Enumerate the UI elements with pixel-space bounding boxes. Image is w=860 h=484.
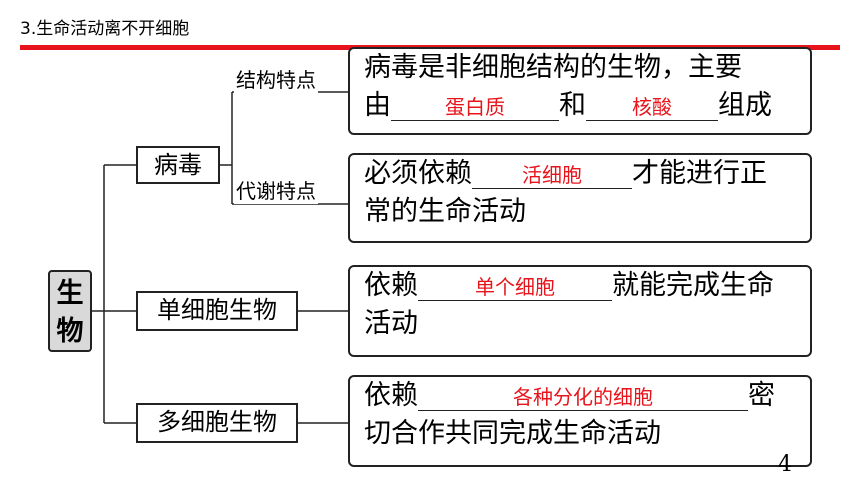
structure-suffix: 组成 — [718, 90, 772, 121]
multicellular-line1: 依赖各种分化的细胞密 — [364, 377, 796, 415]
page-number: 4 — [778, 452, 792, 477]
node-virus: 病毒 — [136, 146, 220, 184]
card-unicellular: 依赖单个细胞就能完成生命 活动 — [348, 265, 812, 357]
answer-blank-nucleic-acid: 核酸 — [586, 94, 718, 121]
multicellular-prefix: 依赖 — [364, 380, 418, 411]
root-node-organism: 生 物 — [48, 270, 92, 352]
answer-blank-single-cell: 单个细胞 — [418, 274, 612, 301]
unicellular-line1: 依赖单个细胞就能完成生命 — [364, 267, 796, 305]
card-virus-structure: 病毒是非细胞结构的生物，主要 由蛋白质和核酸组成 — [348, 47, 812, 135]
metabolism-line1: 必须依赖活细胞才能进行正 — [364, 155, 796, 193]
card-virus-metabolism: 必须依赖活细胞才能进行正 常的生命活动 — [348, 153, 812, 243]
metabolism-suffix: 才能进行正 — [632, 158, 767, 189]
label-metabolism: 代谢特点 — [234, 175, 318, 204]
answer-blank-differentiated-cells: 各种分化的细胞 — [418, 384, 748, 411]
multicellular-line2: 切合作共同完成生命活动 — [364, 418, 661, 449]
node-multicellular: 多细胞生物 — [136, 403, 298, 443]
answer-blank-living-cell: 活细胞 — [472, 162, 632, 189]
node-unicellular: 单细胞生物 — [136, 291, 298, 331]
root-label-line2: 物 — [56, 316, 84, 347]
card-multicellular: 依赖各种分化的细胞密 切合作共同完成生命活动 — [348, 375, 812, 467]
metabolism-prefix: 必须依赖 — [364, 158, 472, 189]
structure-line1: 病毒是非细胞结构的生物，主要 — [364, 52, 742, 83]
multicellular-suffix: 密 — [748, 380, 775, 411]
structure-prefix: 由 — [364, 90, 391, 121]
structure-mid: 和 — [559, 90, 586, 121]
unicellular-prefix: 依赖 — [364, 270, 418, 301]
slide-title: 3.生命活动离不开细胞 — [20, 19, 190, 39]
root-label-line1: 生 — [56, 278, 84, 309]
label-structure: 结构特点 — [234, 64, 318, 93]
unicellular-suffix: 就能完成生命 — [612, 270, 774, 301]
answer-blank-protein: 蛋白质 — [391, 94, 559, 121]
unicellular-line2: 活动 — [364, 308, 418, 339]
structure-line2: 由蛋白质和核酸组成 — [364, 87, 796, 125]
metabolism-line2: 常的生命活动 — [364, 196, 526, 227]
